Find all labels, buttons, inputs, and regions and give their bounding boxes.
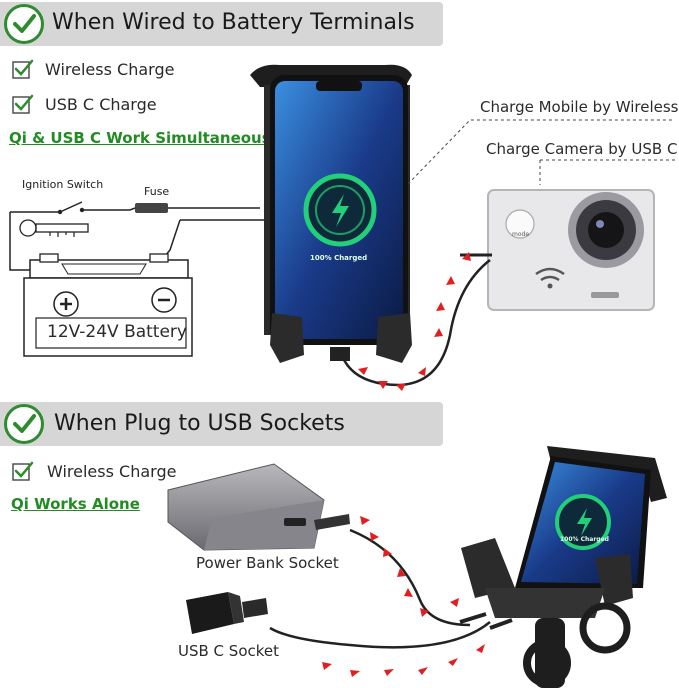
red-arrow-icon: [322, 516, 485, 677]
callout-usbc: Charge Camera by USB C: [486, 140, 678, 158]
battery-label: 12V-24V Battery: [47, 322, 187, 342]
checkbox-icon: [12, 59, 34, 83]
phone-holder-2: [461, 446, 667, 688]
phone1-charged-text: 100% Charged: [310, 254, 368, 262]
phone-holder-1: [250, 64, 412, 363]
cables-1: [338, 252, 492, 391]
power-bank: [167, 463, 350, 551]
cables-2: [269, 516, 513, 677]
simultaneous-note: Qi & USB C Work Simultaneously: [9, 129, 286, 147]
red-arrow-icon: [358, 252, 471, 391]
phone2-charged-text: 100% Charged: [560, 536, 609, 543]
check-circle-icon: [4, 4, 44, 44]
feature-wireless-charge: Wireless Charge: [45, 60, 175, 79]
callout-wireless: Charge Mobile by Wireless: [480, 98, 679, 116]
checkbox-icon: [12, 94, 34, 118]
fuse-label: Fuse: [144, 185, 170, 198]
power-bank-label: Power Bank Socket: [196, 554, 339, 572]
qi-alone-note: Qi Works Alone: [11, 495, 140, 513]
check-circle-icon: [4, 404, 44, 444]
ignition-switch-label: Ignition Switch: [22, 178, 104, 191]
section2-title: When Plug to USB Sockets: [54, 411, 345, 436]
usb-c-socket-label: USB C Socket: [178, 642, 280, 660]
wiring-diagram: [9, 201, 268, 357]
camera-mode-text: mode: [512, 231, 530, 238]
callout-lines: [407, 119, 675, 185]
action-camera: [487, 189, 655, 311]
section2-banner: [0, 402, 443, 446]
feature-usb-c-charge: USB C Charge: [45, 95, 157, 114]
feature-wireless-charge-2: Wireless Charge: [47, 462, 177, 481]
usb-c-charger: [186, 592, 268, 634]
section1-banner: [0, 2, 443, 46]
section1-title: When Wired to Battery Terminals: [52, 10, 415, 35]
checkbox-icon: [12, 461, 34, 485]
